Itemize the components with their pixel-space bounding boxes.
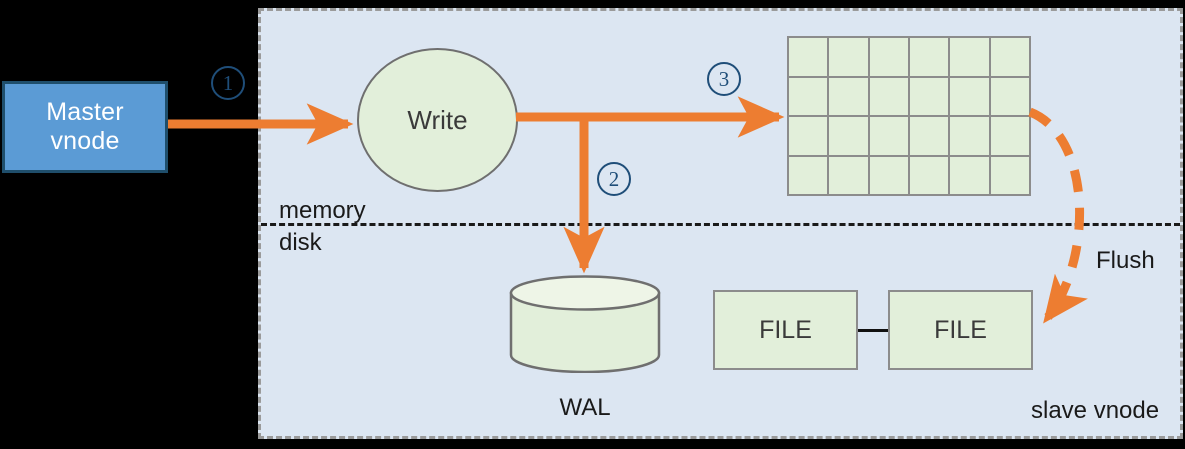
- step-badge-3-label: 3: [718, 66, 730, 91]
- write-node[interactable]: Write: [357, 48, 518, 192]
- master-vnode-box[interactable]: Master vnode: [2, 81, 168, 173]
- memtable-cell: [829, 38, 868, 76]
- memtable-cell: [990, 156, 1029, 194]
- step-badge-2-label: 2: [608, 166, 620, 191]
- memtable-cell: [869, 117, 908, 155]
- memtable-cell: [789, 156, 828, 194]
- write-node-label: Write: [407, 104, 468, 135]
- slave-vnode-label: slave vnode: [1031, 397, 1160, 424]
- memtable-cell: [789, 38, 828, 76]
- step-badge-3: 3: [707, 62, 741, 96]
- file-box-2-label: FILE: [934, 315, 987, 344]
- memtable-cell: [950, 77, 989, 115]
- memtable-cell: [909, 156, 949, 194]
- memtable-cell: [909, 77, 949, 115]
- memtable-cell: [909, 117, 949, 155]
- memtable-cell: [829, 117, 868, 155]
- disk-layer-label: disk: [279, 229, 322, 256]
- step-badge-2: 2: [597, 162, 631, 196]
- memtable-cell: [789, 117, 828, 155]
- wal-label: WAL: [559, 394, 611, 421]
- memtable-cell: [990, 77, 1029, 115]
- memtable-cell: [869, 156, 908, 194]
- file-connector-line: [858, 329, 889, 332]
- memtable-grid: [787, 36, 1031, 196]
- memtable-cell: [789, 77, 828, 115]
- memtable-cell: [950, 117, 989, 155]
- master-vnode-label-line1: Master: [46, 97, 124, 126]
- memory-disk-divider: [261, 223, 1180, 226]
- memtable-cell: [869, 38, 908, 76]
- memtable-cell: [869, 77, 908, 115]
- memtable-cell: [950, 38, 989, 76]
- step-badge-1-label: 1: [222, 70, 234, 95]
- memtable-cell: [950, 156, 989, 194]
- memtable-cell: [990, 38, 1029, 76]
- memtable-cell: [829, 156, 868, 194]
- flush-label: Flush: [1096, 247, 1155, 274]
- wal-cylinder: [509, 275, 661, 374]
- master-vnode-label-line2: vnode: [50, 127, 120, 155]
- memtable-cell: [829, 77, 868, 115]
- file-box-1-label: FILE: [759, 315, 812, 344]
- memory-layer-label: memory: [279, 197, 366, 224]
- memtable-cell: [990, 117, 1029, 155]
- memtable-cell: [909, 38, 949, 76]
- file-box-2[interactable]: FILE: [888, 290, 1033, 370]
- wal-cylinder-shape: [509, 275, 661, 374]
- step-badge-1: 1: [211, 66, 245, 100]
- file-box-1[interactable]: FILE: [713, 290, 858, 370]
